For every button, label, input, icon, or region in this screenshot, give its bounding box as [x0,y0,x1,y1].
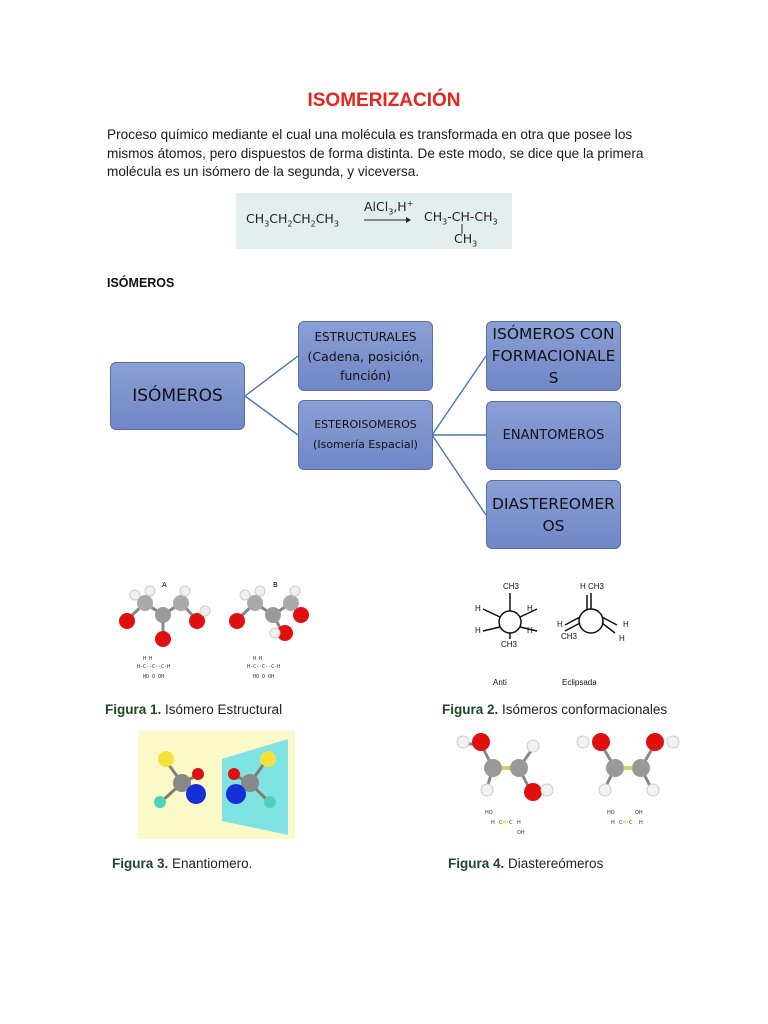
structural-title: ESTRUCTURALES [314,329,417,344]
svg-text:H: H [527,604,533,613]
figure-3-caption: Figura 3. Enantiomero. [112,856,253,871]
node-isomeros: ISÓMEROS [110,362,245,430]
anti-label: Anti [493,678,507,687]
svg-text:H: H [527,626,533,635]
fig1-panel-b-label: B [273,581,278,589]
node-diastereomeros: DIASTEREOMEROS [486,480,621,549]
figure-2-caption: Figura 2. Isómeros conformacionales [442,702,668,717]
branch-bond-icon [461,224,463,234]
svg-text:H-C--C--C-H: H-C--C--C-H [137,664,170,670]
eclipsed-label: Eclipsada [562,678,597,687]
section-title: ISÓMEROS [107,276,175,290]
svg-text:H: H [611,820,615,826]
svg-text:C: C [629,820,633,826]
eclipsed-ch3: CH3 [561,632,578,641]
svg-text:H: H [475,626,481,635]
node-enantomeros: ENANTOMEROS [486,401,621,470]
product-branch: CH3 [454,231,478,249]
svg-text:H H: H H [253,656,262,662]
svg-text:H: H [639,820,643,826]
anti-ch3-top: CH3 [503,582,520,591]
figure-3-image [138,731,295,839]
node-esteroisomeros: ESTEROISOMEROS (Isomería Espacial) [298,400,433,470]
svg-text:H: H [623,620,629,629]
intro-paragraph: Proceso químico mediante el cual una mol… [107,127,644,179]
svg-text:H H: H H [143,656,152,662]
svg-text:H-C--C--C-H: H-C--C--C-H [247,664,280,670]
page-title: ISOMERIZACIÓN [307,90,461,111]
svg-text:HO: HO [485,810,493,816]
svg-text:C: C [509,820,513,826]
svg-text:H: H [557,620,563,629]
figure-1-image: A Isómeros conformacionales B H HH-C--C-… [119,581,309,680]
reactant-formula: CH3CH2CH2CH3 [246,211,339,229]
reaction-arrow-icon [364,217,411,223]
node-estructurales: ESTRUCTURALES (Cadena, posición, función… [298,321,433,391]
catalyst-label: AlCl3,H+ [364,199,414,217]
svg-text:H: H [619,634,625,643]
stereo-subtitle: (Isomería Espacial) [313,438,418,451]
figure-1-caption: Figura 1. Isómero Estructural [105,702,283,717]
reaction-equation: CH3CH2CH2CH3 AlCl3,H+ CH3-CH-CH3 CH3 [236,193,512,249]
node-conformacionales: ISÓMEROS CONFORMACIONALES [486,321,621,391]
svg-text:HO O OH: HO O OH [143,674,164,680]
svg-text:HO O OH: HO O OH [253,674,274,680]
svg-text:OH: OH [517,830,525,836]
svg-text:C: C [499,820,503,826]
stereo-title: ESTEROISOMEROS [314,418,417,431]
svg-text:H: H [475,604,481,613]
svg-text:OH: OH [635,810,643,816]
fig1-panel-a: A [162,581,167,589]
figure-4-caption: Figura 4. Diastereómeros [448,856,604,871]
eclipsed-top-label: H CH3 [580,582,605,591]
svg-text:H: H [517,820,521,826]
svg-text:HO: HO [607,810,615,816]
product-formula: CH3-CH-CH3 [424,209,498,227]
anti-ch3-bottom: CH3 [501,640,518,649]
svg-text:H: H [491,820,495,826]
structural-subtitle: (Cadena, posición, función) [307,348,424,383]
svg-text:C: C [619,820,623,826]
